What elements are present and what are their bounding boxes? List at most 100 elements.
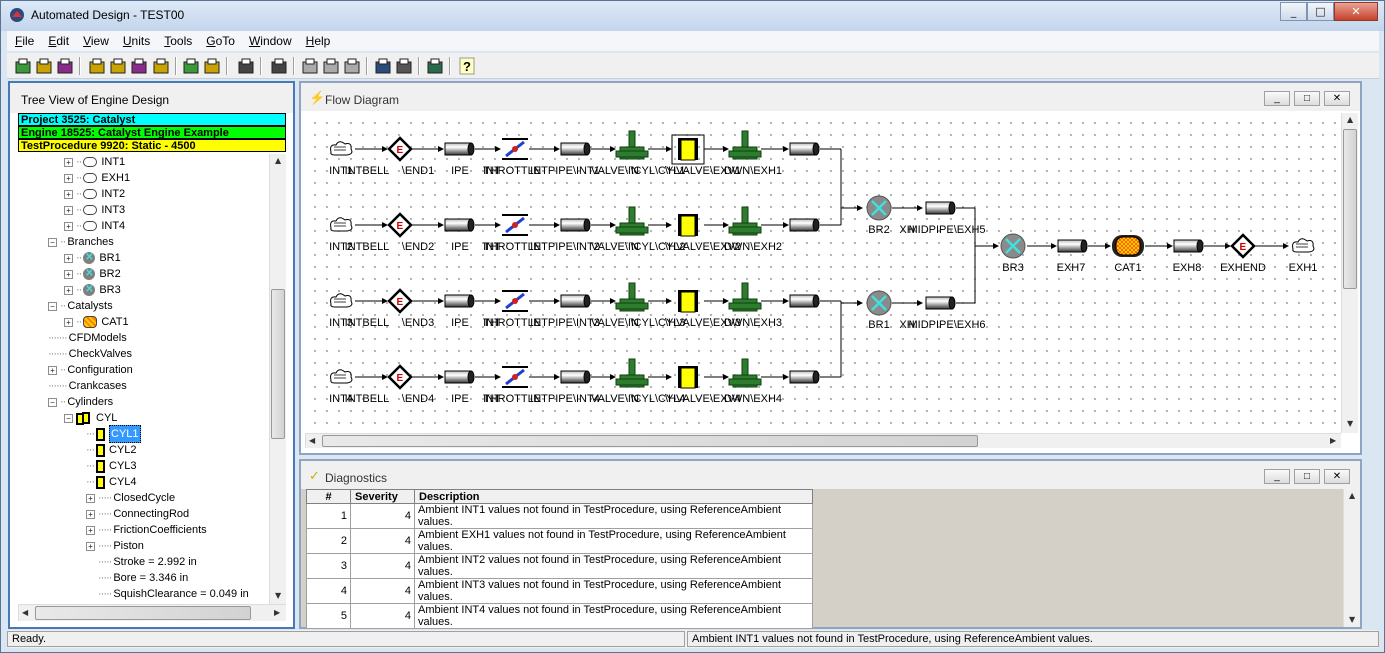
exhaust-pipe-icon[interactable] <box>789 370 820 384</box>
database-icon[interactable] <box>425 56 445 76</box>
collapse-icon[interactable]: − <box>64 413 73 423</box>
collapse-icon[interactable]: − <box>48 397 57 407</box>
expand-icon[interactable]: + <box>64 317 73 327</box>
tree-node-checkvalves[interactable]: ·······CheckValves <box>48 346 132 362</box>
disabled-tool-2-icon[interactable] <box>321 56 341 76</box>
collapse-icon[interactable]: − <box>48 301 57 311</box>
tree-node-crankcases[interactable]: ·······Crankcases <box>48 378 127 394</box>
cylinder-icon[interactable] <box>678 290 698 313</box>
menu-units[interactable]: Units <box>122 34 151 48</box>
letter-a2-icon[interactable] <box>151 56 171 76</box>
help-icon[interactable]: ? <box>457 56 477 76</box>
flow-vertical-scrollbar[interactable]: ▲ ▼ <box>1341 113 1358 433</box>
expand-icon[interactable]: + <box>86 493 95 503</box>
col-description[interactable]: Description <box>414 489 813 504</box>
intake-pipe-icon[interactable] <box>560 218 591 232</box>
throttle-icon[interactable] <box>502 290 528 312</box>
intake-valve-icon[interactable] <box>615 206 649 236</box>
intake-pipe-icon[interactable] <box>444 218 475 232</box>
expand-icon[interactable]: + <box>64 205 73 215</box>
expand-icon[interactable]: + <box>86 525 95 535</box>
tree-node-bore-3-346-in[interactable]: ·····Bore = 3.346 in <box>86 570 188 586</box>
branch-br3-icon[interactable] <box>1000 233 1026 259</box>
flow-close-button[interactable]: ✕ <box>1324 91 1350 106</box>
tree-node-br2[interactable]: +··✕BR2 <box>64 266 121 282</box>
tree-node-cylinders[interactable]: −··Cylinders <box>48 394 113 410</box>
image-icon[interactable] <box>394 56 414 76</box>
expand-icon[interactable]: + <box>64 285 73 295</box>
end-cap-icon[interactable]: E <box>387 288 413 314</box>
tree-node-frictioncoefficients[interactable]: +·····FrictionCoefficients <box>86 522 207 538</box>
exhaust-pipe-icon[interactable] <box>1173 239 1204 253</box>
throttle-icon[interactable] <box>502 138 528 160</box>
tree-scroll-thumb[interactable] <box>271 289 285 439</box>
intake-valve-icon[interactable] <box>615 282 649 312</box>
engine-banner[interactable]: Engine 18525: Catalyst Engine Example <box>18 126 286 139</box>
ambient-int3-icon[interactable] <box>330 293 353 308</box>
expand-icon[interactable]: + <box>64 253 73 263</box>
expand-icon[interactable]: + <box>64 157 73 167</box>
menu-file[interactable]: File <box>15 34 35 48</box>
col-number[interactable]: # <box>306 489 351 504</box>
intake-pipe-icon[interactable] <box>444 370 475 384</box>
menu-edit[interactable]: Edit <box>48 34 70 48</box>
flow-restore-button[interactable]: □ <box>1294 91 1320 106</box>
ambient-int4-icon[interactable] <box>330 369 353 384</box>
branch-br2-icon[interactable] <box>866 195 892 221</box>
tree-list-icon[interactable] <box>236 56 256 76</box>
menu-goto[interactable]: GoTo <box>206 34 235 48</box>
intake-valve-icon[interactable] <box>615 130 649 160</box>
menu-view[interactable]: View <box>83 34 109 48</box>
intake-valve-icon[interactable] <box>615 358 649 388</box>
tree-node-int3[interactable]: +··INT3 <box>64 202 125 218</box>
test-procedure-banner[interactable]: TestProcedure 9920: Static - 4500 <box>18 139 286 152</box>
tree-node-br1[interactable]: +··✕BR1 <box>64 250 121 266</box>
disabled-tool-1-icon[interactable] <box>300 56 320 76</box>
tree-node-cyl2[interactable]: ···CYL2 <box>86 442 137 458</box>
cylinder-icon[interactable] <box>671 134 705 165</box>
tree-node-cyl4[interactable]: ···CYL4 <box>86 474 137 490</box>
tree-node-piston[interactable]: +·····Piston <box>86 538 144 554</box>
col-severity[interactable]: Severity <box>350 489 415 504</box>
new-project-icon[interactable] <box>13 56 33 76</box>
tree-node-cyl[interactable]: −CYL <box>64 410 117 426</box>
diag-vertical-scrollbar[interactable]: ▲ ▼ <box>1343 489 1360 627</box>
exhaust-pipe-icon[interactable] <box>789 218 820 232</box>
menu-tools[interactable]: Tools <box>164 34 193 48</box>
disabled-tool-3-icon[interactable] <box>342 56 362 76</box>
expand-icon[interactable]: + <box>86 509 95 519</box>
intake-pipe-icon[interactable] <box>560 294 591 308</box>
expand-icon[interactable]: + <box>48 365 57 375</box>
exhaust-valve-icon[interactable] <box>728 206 762 236</box>
tree-node-cat1[interactable]: +··CAT1 <box>64 314 129 330</box>
intake-pipe-icon[interactable] <box>560 370 591 384</box>
intake-pipe-icon[interactable] <box>560 142 591 156</box>
tree-hscroll-thumb[interactable] <box>35 606 251 620</box>
catalyst-icon[interactable] <box>1112 235 1144 257</box>
tree-vertical-scrollbar[interactable]: ▲ ▼ <box>269 154 286 604</box>
tree-node-int4[interactable]: +··INT4 <box>64 218 125 234</box>
list-green-icon[interactable] <box>181 56 201 76</box>
ambient-int2-icon[interactable] <box>330 217 353 232</box>
tree-node-br3[interactable]: +··✕BR3 <box>64 282 121 298</box>
engine-edit-icon[interactable] <box>108 56 128 76</box>
diag-close-button[interactable]: ✕ <box>1324 469 1350 484</box>
menu-window[interactable]: Window <box>248 34 292 48</box>
midpipe-icon[interactable] <box>925 201 956 215</box>
tree-node-cfdmodels[interactable]: ·······CFDModels <box>48 330 127 346</box>
menu-help[interactable]: Help <box>305 34 331 48</box>
letter-a-icon[interactable] <box>129 56 149 76</box>
font-project-icon[interactable] <box>55 56 75 76</box>
expand-icon[interactable]: + <box>64 173 73 183</box>
throttle-icon[interactable] <box>502 214 528 236</box>
diag-restore-button[interactable]: □ <box>1294 469 1320 484</box>
intake-pipe-icon[interactable] <box>444 294 475 308</box>
collapse-icon[interactable]: − <box>48 237 57 247</box>
branch-br1-icon[interactable] <box>866 290 892 316</box>
tree-node-cyl3[interactable]: ···CYL3 <box>86 458 137 474</box>
tree-node-cyl1[interactable]: ···CYL1 <box>86 425 141 443</box>
